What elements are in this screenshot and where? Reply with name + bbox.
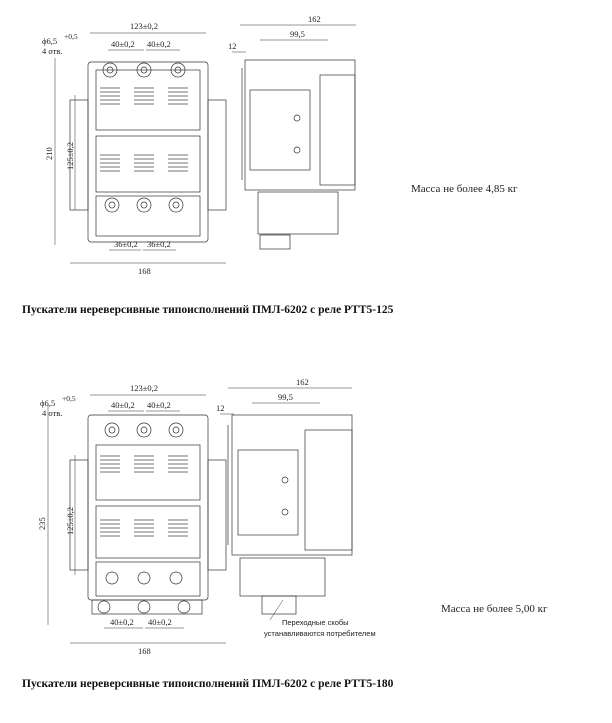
caption-2: Пускатели нереверсивные типоисполнений П… [22, 678, 394, 690]
note-line-1: Переходные скобы [282, 618, 349, 627]
mass-label-2: Масса не более 5,00 кг [441, 603, 548, 615]
front-view-body [87, 414, 209, 601]
terminal-icon [136, 62, 152, 78]
figure-2-drawing: 123±0,2 40±0,2 40±0,2 ϕ6,5 +0,5 4 отв. 1… [37, 377, 376, 656]
dim-height: 210 [44, 147, 54, 160]
figure-1-drawing: 123±0,2 40±0,2 40±0,2 ϕ6,5 +0,5 4 отв. 1… [42, 14, 356, 276]
dim-vertical-inner: 125±0,2 [65, 507, 75, 535]
terminal-icon [102, 62, 118, 78]
terminal-icon [177, 600, 191, 614]
dim-pitch-b: 40±0,2 [147, 39, 171, 49]
dim-side-offset: 12 [228, 41, 237, 51]
dim-side-offset: 12 [216, 403, 225, 413]
dim-hole: ϕ6,5 [42, 36, 57, 46]
terminal-icon [104, 422, 120, 438]
dim-vertical-inner: 125±0,2 [65, 142, 75, 170]
dim-holes-count: 4 отв. [42, 46, 62, 56]
dim-holes-count: 4 отв. [42, 408, 62, 418]
terminal-icon [104, 197, 120, 213]
dim-hole-tolerance: +0,5 [64, 32, 78, 41]
dim-bottom-b: 40±0,2 [148, 617, 172, 627]
terminal-icon [97, 600, 111, 614]
note-line-2: устанавливаются потребителем [264, 629, 376, 638]
dim-side-total: 162 [308, 14, 321, 24]
dim-bottom-a: 40±0,2 [110, 617, 134, 627]
caption-1: Пускатели нереверсивные типоисполнений П… [22, 304, 394, 316]
terminal-icon [137, 600, 151, 614]
dim-bottom-a: 36±0,2 [114, 239, 138, 249]
terminal-icon [168, 422, 184, 438]
dim-hole: ϕ6,5 [40, 398, 55, 408]
terminal-icon [170, 62, 186, 78]
dim-bottom-b: 36±0,2 [147, 239, 171, 249]
terminal-icon [168, 197, 184, 213]
dim-pitch-b: 40±0,2 [147, 400, 171, 410]
dim-side-mid: 99,5 [290, 29, 305, 39]
dim-hole-tolerance: +0,5 [62, 394, 76, 403]
dim-pitch-a: 40±0,2 [111, 400, 135, 410]
side-view-body [231, 414, 353, 556]
dim-width-top: 123±0,2 [130, 21, 158, 31]
terminal-icon [136, 197, 152, 213]
dim-width-bottom: 168 [138, 266, 151, 276]
terminal-icon [136, 422, 152, 438]
dim-pitch-a: 40±0,2 [111, 39, 135, 49]
dim-width-bottom: 168 [138, 646, 151, 656]
dim-width-top: 123±0,2 [130, 383, 158, 393]
dim-height: 235 [37, 517, 47, 530]
dim-side-mid: 99,5 [278, 392, 293, 402]
dim-side-total: 162 [296, 377, 309, 387]
side-view-body [244, 59, 356, 191]
mass-label-1: Масса не более 4,85 кг [411, 183, 518, 195]
front-view-body [87, 61, 209, 243]
